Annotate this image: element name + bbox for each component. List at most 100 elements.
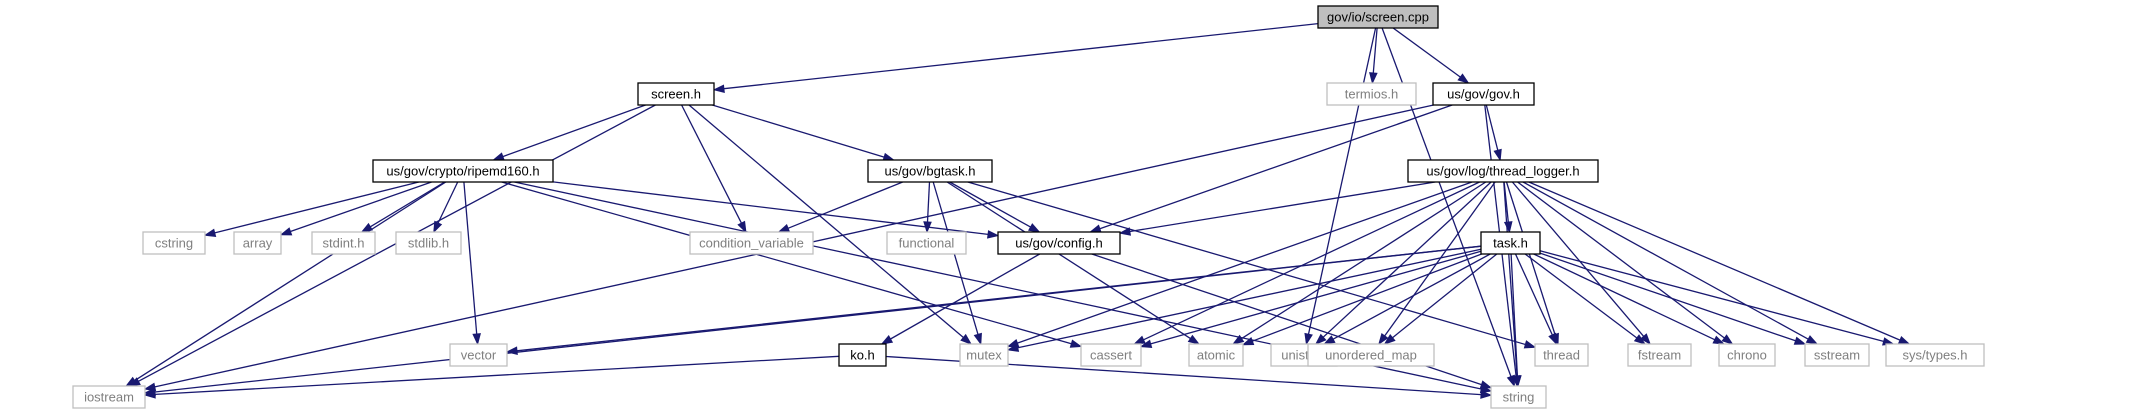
node-us-gov-bgtask-h[interactable]: us/gov/bgtask.h <box>867 159 993 183</box>
edge-us-gov-crypto-ripemd160-h-to-iostream <box>124 181 447 387</box>
node-label: stdlib.h <box>408 236 449 251</box>
edge-us-gov-bgtask-h-to-us-gov-config-h <box>949 181 1041 233</box>
node-string: string <box>1490 385 1547 409</box>
edge-us-gov-config-h-to-string <box>1091 253 1493 389</box>
edge-gov-io-screen-cpp-to-termios-h <box>1369 27 1378 85</box>
edge-us-gov-log-thread-logger-h-to-chrono <box>1517 181 1734 345</box>
node-iostream: iostream <box>72 385 146 409</box>
node-label: stdint.h <box>323 236 365 251</box>
node-label: condition_variable <box>699 236 804 251</box>
edge-screen-h-to-us-gov-bgtask-h <box>712 104 896 162</box>
edge-us-gov-log-thread-logger-h-to-sys-types-h <box>1528 181 1911 345</box>
edge-us-gov-bgtask-h-to-atomic <box>946 181 1201 345</box>
node-mutex: mutex <box>959 343 1009 367</box>
node-label: functional <box>899 236 955 251</box>
edge-task-h-to-sys-types-h <box>1539 250 1895 346</box>
node-us-gov-config-h[interactable]: us/gov/config.h <box>997 231 1121 255</box>
node-label: atomic <box>1197 348 1236 363</box>
node-label: us/gov/log/thread_logger.h <box>1426 164 1579 179</box>
edge-us-gov-gov-h-to-us-gov-log-thread-logger-h <box>1485 104 1502 162</box>
edge-us-gov-log-thread-logger-h-to-fstream <box>1511 181 1652 346</box>
node-functional: functional <box>886 231 967 255</box>
edge-us-gov-crypto-ripemd160-h-to-stdlib-h <box>433 181 459 234</box>
edge-task-h-to-thread <box>1514 253 1558 346</box>
node-label: fstream <box>1638 348 1681 363</box>
edge-task-h-to-fstream <box>1524 253 1647 345</box>
node-task-h[interactable]: task.h <box>1480 231 1541 255</box>
edge-us-gov-log-thread-logger-h-to-unordered-map <box>1378 181 1496 346</box>
edge-us-gov-crypto-ripemd160-h-to-array <box>279 181 432 236</box>
node-us-gov-crypto-ripemd160-h[interactable]: us/gov/crypto/ripemd160.h <box>372 159 554 183</box>
edge-task-h-to-unordered-map <box>1383 253 1498 345</box>
node-atomic: atomic <box>1188 343 1244 367</box>
edge-us-gov-bgtask-h-to-condition-variable <box>777 181 903 233</box>
node-label: screen.h <box>651 87 701 102</box>
node-stdint-h: stdint.h <box>311 231 376 255</box>
node-sys-types-h: sys/types.h <box>1885 343 1985 367</box>
edge-task-h-to-cassert <box>1139 250 1482 348</box>
node-label: us/gov/bgtask.h <box>884 164 975 179</box>
node-label: sstream <box>1814 348 1860 363</box>
edge-us-gov-bgtask-h-to-mutex <box>932 181 982 346</box>
edge-us-gov-log-thread-logger-h-to-atomic <box>1231 181 1487 345</box>
edge-us-gov-crypto-ripemd160-h-to-us-gov-config-h <box>552 181 1000 239</box>
node-label: ko.h <box>850 348 875 363</box>
edge-screen-h-to-us-gov-crypto-ripemd160-h <box>492 104 646 161</box>
node-condition-variable: condition_variable <box>689 231 814 255</box>
node-fstream: fstream <box>1627 343 1692 367</box>
edge-us-gov-log-thread-logger-h-to-sstream <box>1522 181 1819 345</box>
node-array: array <box>233 231 282 255</box>
node-label: us/gov/config.h <box>1015 236 1102 251</box>
nodes-layer: gov/io/screen.cpp screen.h termios.h us/gov… <box>72 5 1985 409</box>
node-label: unordered_map <box>1325 348 1417 363</box>
edge-us-gov-crypto-ripemd160-h-to-vector <box>463 181 481 346</box>
edge-us-gov-log-thread-logger-h-to-us-gov-config-h <box>1118 181 1436 236</box>
edge-us-gov-log-thread-logger-h-to-cassert <box>1133 181 1480 345</box>
edges-layer <box>124 22 1911 399</box>
edge-task-h-to-chrono <box>1533 253 1726 345</box>
node-label: termios.h <box>1345 87 1398 102</box>
edge-task-h-to-mutex <box>1006 248 1482 352</box>
node-gov-io-screen-cpp[interactable]: gov/io/screen.cpp <box>1317 5 1439 29</box>
node-label: gov/io/screen.cpp <box>1327 10 1429 25</box>
node-label: cstring <box>155 236 193 251</box>
edge-task-h-to-sstream <box>1539 252 1807 345</box>
edge-us-gov-bgtask-h-to-functional <box>923 181 932 234</box>
edge-us-gov-bgtask-h-to-thread <box>967 181 1537 349</box>
edge-gov-io-screen-cpp-to-unistd-h <box>1304 27 1377 346</box>
edge-gov-io-screen-cpp-to-screen-h <box>712 22 1319 93</box>
edge-task-h-to-atomic <box>1241 253 1482 346</box>
edge-task-h-to-string <box>1510 253 1522 388</box>
edge-us-gov-config-h-to-ko-h <box>880 253 1041 345</box>
node-label: cassert <box>1090 348 1132 363</box>
node-label: thread <box>1543 348 1580 363</box>
edge-screen-h-to-condition-variable <box>681 104 747 234</box>
edge-task-h-to-unistd-h <box>1322 253 1491 345</box>
node-ko-h[interactable]: ko.h <box>838 343 887 367</box>
node-thread: thread <box>1534 343 1589 367</box>
edge-us-gov-crypto-ripemd160-h-to-cstring <box>203 181 419 237</box>
node-label: chrono <box>1727 348 1767 363</box>
edge-gov-io-screen-cpp-to-us-gov-gov-h <box>1392 27 1470 84</box>
node-label: mutex <box>966 348 1002 363</box>
node-us-gov-log-thread-logger-h[interactable]: us/gov/log/thread_logger.h <box>1407 159 1599 183</box>
edge-ko-h-to-iostream <box>143 355 840 399</box>
edge-task-h-to-iostream <box>143 245 1482 397</box>
edge-us-gov-crypto-ripemd160-h-to-cassert <box>501 181 1083 348</box>
node-stdlib-h: stdlib.h <box>395 231 462 255</box>
node-cstring: cstring <box>142 231 206 255</box>
node-screen-h[interactable]: screen.h <box>637 82 715 106</box>
node-label: array <box>243 236 273 251</box>
node-sstream: sstream <box>1804 343 1870 367</box>
node-us-gov-gov-h[interactable]: us/gov/gov.h <box>1432 82 1535 106</box>
node-label: string <box>1503 390 1535 405</box>
node-label: us/gov/crypto/ripemd160.h <box>386 164 539 179</box>
node-label: vector <box>461 348 497 363</box>
node-label: task.h <box>1493 236 1528 251</box>
node-label: iostream <box>84 390 134 405</box>
edge-screen-h-to-mutex <box>688 104 973 345</box>
node-vector: vector <box>449 343 508 367</box>
node-label: sys/types.h <box>1902 348 1967 363</box>
node-termios-h: termios.h <box>1326 82 1417 106</box>
